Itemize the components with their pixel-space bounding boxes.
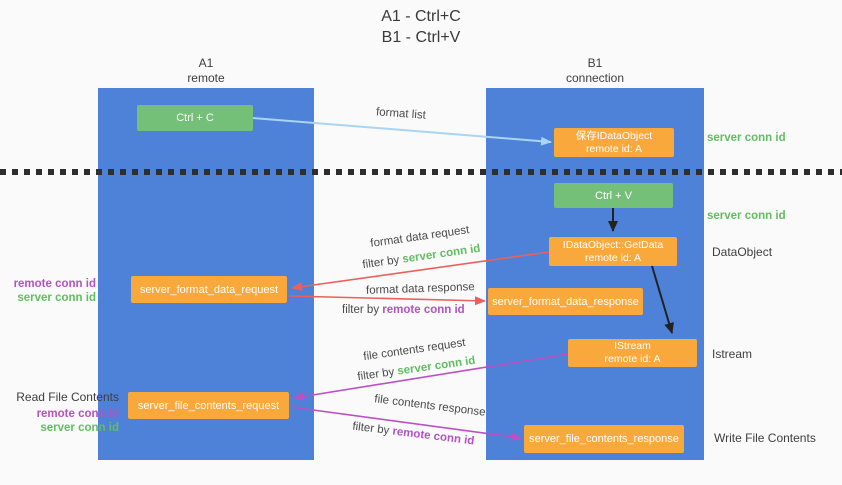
label-filter-by-remote-conn-id-1: filter by remote conn id bbox=[342, 304, 465, 316]
node-ctrl-v-label: Ctrl + V bbox=[595, 189, 632, 202]
node-ctrl-c: Ctrl + C bbox=[137, 105, 253, 131]
node-format-request-label: server_format_data_request bbox=[139, 283, 279, 296]
annotation-remote-conn-id: remote conn id bbox=[36, 408, 119, 420]
remote-conn-id-text: remote conn id bbox=[382, 304, 465, 316]
annotation-server-conn-id-mid: server conn id bbox=[707, 210, 786, 222]
node-file-response-label: server_file_contents_response bbox=[529, 433, 679, 445]
filter-by-text: filter by bbox=[356, 366, 396, 384]
diagram-title: A1 - Ctrl+C B1 - Ctrl+V bbox=[0, 6, 842, 48]
node-save-idataobject-line1: 保存IDataObject bbox=[575, 129, 653, 142]
annotation-remote-conn-id: remote conn id bbox=[13, 278, 96, 290]
node-server-format-data-response: server_format_data_response bbox=[488, 288, 643, 315]
label-format-list: format list bbox=[375, 106, 427, 122]
node-getdata-line1: IDataObject::GetData bbox=[562, 238, 664, 251]
annotation-write-file-contents: Write File Contents bbox=[714, 431, 816, 445]
annotation-dataobject: DataObject bbox=[712, 245, 773, 259]
server-conn-id-text: server conn id bbox=[396, 354, 477, 378]
node-server-file-contents-response: server_file_contents_response bbox=[524, 425, 684, 453]
lifeline-b1-name: B1 bbox=[587, 56, 603, 70]
label-format-data-response: format data response bbox=[365, 281, 475, 297]
node-ctrl-c-label: Ctrl + C bbox=[176, 112, 214, 124]
node-server-format-data-request: server_format_data_request bbox=[131, 276, 287, 303]
filter-by-text: filter by bbox=[361, 254, 401, 272]
annotation-read-file-contents-block: Read File Contents remote conn id server… bbox=[0, 390, 119, 435]
node-server-file-contents-request: server_file_contents_request bbox=[128, 392, 289, 419]
lifeline-b1-subtitle: connection bbox=[565, 71, 625, 85]
node-save-idataobject: 保存IDataObject remote id: A bbox=[554, 128, 674, 157]
filter-by-text: filter by bbox=[351, 420, 390, 437]
node-file-request-label: server_file_contents_request bbox=[137, 399, 280, 412]
annotation-read-file-contents: Read File Contents bbox=[16, 390, 119, 404]
node-format-response-label: server_format_data_response bbox=[492, 295, 639, 308]
node-getdata-line2: remote id: A bbox=[584, 251, 642, 264]
node-istream-line1: IStream bbox=[614, 340, 651, 352]
lifeline-a1-header: A1 remote bbox=[98, 56, 314, 86]
node-istream: IStream remote id: A bbox=[568, 339, 697, 367]
annotation-istream: Istream bbox=[712, 347, 753, 361]
session-divider-dotted-line bbox=[0, 169, 842, 175]
server-conn-id-text: server conn id bbox=[401, 242, 482, 266]
annotation-server-conn-id: server conn id bbox=[17, 292, 96, 304]
annotation-conn-ids-upper: remote conn id server conn id bbox=[0, 277, 96, 305]
remote-conn-id-text: remote conn id bbox=[391, 425, 475, 448]
node-istream-line2: remote id: A bbox=[604, 353, 661, 365]
title-line-2: B1 - Ctrl+V bbox=[381, 29, 461, 46]
title-line-1: A1 - Ctrl+C bbox=[381, 8, 461, 25]
filter-by-text: filter by bbox=[342, 304, 380, 316]
lifeline-b1-header: B1 connection bbox=[486, 56, 704, 86]
arrow-format-data-response bbox=[288, 295, 486, 306]
label-file-contents-response: file contents response bbox=[373, 393, 487, 419]
annotation-server-conn-id-top: server conn id bbox=[707, 132, 786, 144]
node-idataobject-getdata: IDataObject::GetData remote id: A bbox=[549, 237, 677, 266]
lifeline-a1-name: A1 bbox=[198, 56, 214, 70]
node-save-idataobject-line2: remote id: A bbox=[585, 142, 643, 155]
label-filter-by-remote-conn-id-2: filter by remote conn id bbox=[352, 421, 475, 448]
annotation-server-conn-id: server conn id bbox=[40, 422, 119, 434]
node-ctrl-v: Ctrl + V bbox=[554, 183, 673, 208]
lifeline-a1-subtitle: remote bbox=[187, 71, 225, 85]
